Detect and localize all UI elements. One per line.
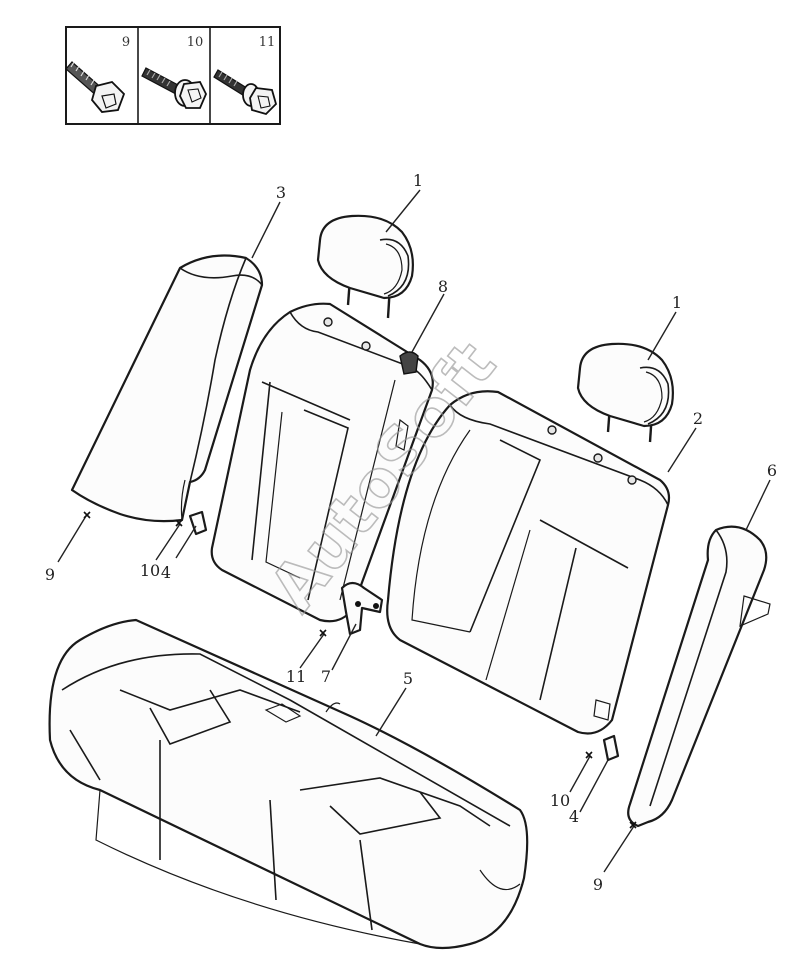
leader-lines: [57, 189, 771, 873]
callout-bolt10-left: 10: [140, 561, 160, 580]
center-hinge: [340, 581, 384, 636]
latch: [399, 351, 419, 375]
callout-headrest-left: 1: [413, 171, 423, 190]
callout-hinge-center: 7: [321, 667, 331, 686]
callout-latch: 8: [438, 277, 448, 296]
right-side-bolster: [627, 525, 771, 828]
callout-headrest-right: 1: [672, 293, 682, 312]
bolt-10-icon: [141, 67, 207, 109]
right-headrest: [576, 342, 674, 443]
callout-cushion: 5: [403, 669, 413, 688]
fastener-legend: 9 10 11: [65, 26, 281, 125]
seat-cushion: [48, 618, 529, 950]
callout-bolt11-center: 11: [286, 667, 306, 686]
callout-backrest-right: 2: [693, 409, 703, 428]
callout-labels: 1 1 2 3 4 4 5 6 7 8 9 9 10 10 11: [45, 171, 777, 894]
fastener-label-9: 9: [122, 35, 130, 50]
fastener-label-11: 11: [259, 35, 276, 50]
fastener-label-10: 10: [187, 35, 204, 50]
left-backrest: [210, 302, 434, 623]
callout-bolt10-right: 10: [550, 791, 570, 810]
callout-bracket-left: 4: [161, 563, 171, 582]
bolt-11-icon: [213, 69, 278, 116]
callout-bolt-left: 9: [45, 565, 55, 584]
left-side-bolster: [70, 254, 264, 523]
right-backrest: [386, 390, 671, 735]
right-bracket: [602, 734, 620, 762]
callout-bolt-right: 9: [593, 875, 603, 894]
callout-bolster-right: 6: [767, 461, 777, 480]
bolt-9-icon: [65, 61, 126, 113]
left-headrest: [316, 214, 414, 319]
callout-bolster-left: 3: [276, 183, 286, 202]
callout-bracket-right: 4: [569, 807, 579, 826]
